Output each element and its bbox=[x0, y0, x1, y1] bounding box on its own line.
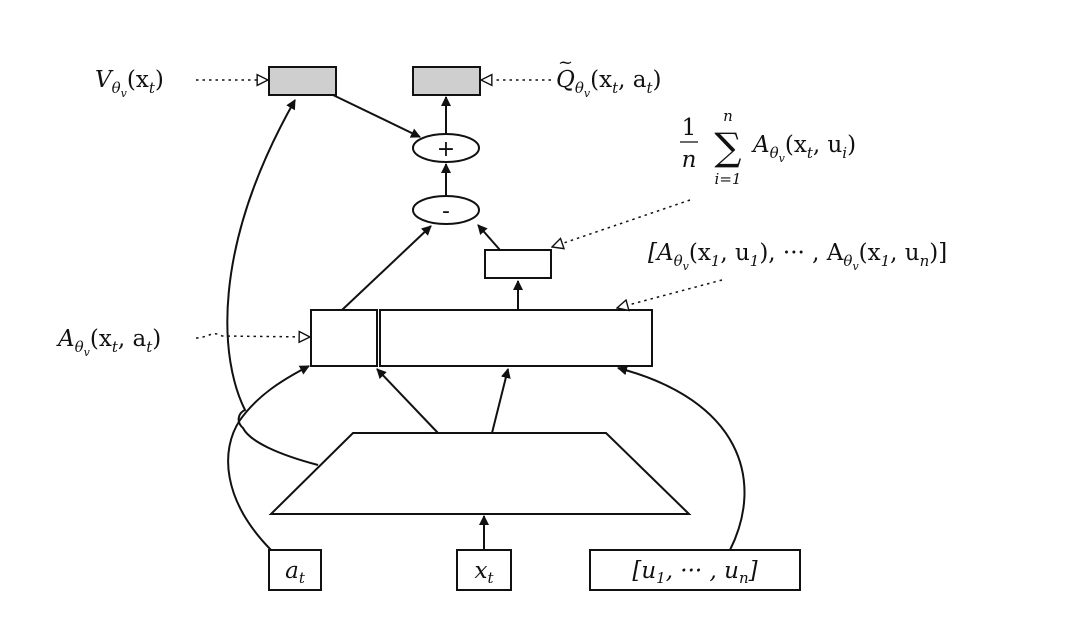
mean-term-base: A bbox=[751, 132, 770, 158]
vector-sub-b: θ bbox=[843, 252, 852, 270]
advantage-vector-label: [Aθv(x1, u1), ··· , Aθv(x1, un)] bbox=[648, 240, 947, 273]
advantage-candidates-box bbox=[379, 309, 653, 367]
state-input-label: x bbox=[474, 558, 487, 584]
advantage-action-label: Aθv(xt, at) bbox=[56, 326, 161, 359]
action-input-sub: t bbox=[299, 569, 306, 587]
mean-term-argsub: t bbox=[807, 144, 814, 162]
minus-symbol: - bbox=[442, 199, 450, 224]
pointer-adv-action-label bbox=[195, 334, 310, 338]
mean-term-mid: , u bbox=[813, 132, 842, 158]
minus-node: - bbox=[412, 195, 480, 225]
candidates-input-box: [u1, ··· , un] bbox=[589, 549, 801, 591]
vector-arg2: (x bbox=[859, 240, 881, 266]
vector-sub2-a: v bbox=[683, 260, 690, 273]
adv-action-sub: θ bbox=[75, 338, 84, 356]
mean-term-sub: θ bbox=[770, 144, 779, 162]
mean-sum-top: n bbox=[723, 107, 733, 125]
vector-sub-a: θ bbox=[674, 252, 683, 270]
pointer-vector-label bbox=[617, 279, 723, 308]
state-input-sub: t bbox=[487, 569, 494, 587]
value-label: Vθv(xt) bbox=[95, 67, 164, 100]
svg-text:xt: xt bbox=[474, 558, 494, 587]
arrow-action-to-adv bbox=[227, 365, 310, 551]
mean-term-midsub: i bbox=[842, 144, 847, 162]
q-label-argsub: t bbox=[612, 79, 619, 97]
q-label: Qθv(xt, at) bbox=[556, 67, 661, 100]
mean-frac-den: n bbox=[682, 147, 697, 173]
state-input-box: xt bbox=[456, 549, 512, 591]
advantage-action-box bbox=[310, 309, 378, 367]
svg-text:Aθv(xt, ui): Aθv(xt, ui) bbox=[751, 132, 856, 165]
mean-term-sub2: v bbox=[779, 152, 786, 165]
candidates-close: ] bbox=[748, 558, 758, 584]
candidates-sub1: 1 bbox=[656, 569, 666, 587]
arrow-network-to-value bbox=[226, 99, 319, 466]
adv-action-sub2: v bbox=[84, 346, 91, 359]
svg-text:[u1, ··· , un]: [u1, ··· , un] bbox=[632, 558, 757, 587]
value-label-argsub: t bbox=[149, 79, 156, 97]
q-label-close: ) bbox=[652, 67, 661, 93]
arrow-network-to-adv-candidates bbox=[491, 368, 511, 434]
q-label-tilde: ~ bbox=[558, 52, 573, 73]
q-label-base: Q bbox=[556, 67, 575, 93]
arrow-network-to-adv-action bbox=[376, 368, 439, 434]
vector-arg1sub: 1 bbox=[711, 252, 721, 270]
arrow-value-to-plus bbox=[332, 94, 421, 138]
adv-action-midsub: t bbox=[146, 338, 153, 356]
value-label-close: ) bbox=[155, 67, 164, 93]
q-label-arg: (x bbox=[590, 67, 612, 93]
adv-action-close: ) bbox=[152, 326, 161, 352]
candidates-subn: n bbox=[739, 569, 749, 587]
q-label-sub: θ bbox=[575, 79, 584, 97]
value-output-box bbox=[268, 66, 337, 96]
mean-term-close: ) bbox=[847, 132, 856, 158]
vector-arg1: (x bbox=[689, 240, 711, 266]
mean-sum-symbol: ∑ bbox=[714, 125, 741, 169]
mean-term-arg: (x bbox=[785, 132, 807, 158]
mean-advantage-box bbox=[484, 249, 552, 279]
q-output-box bbox=[412, 66, 481, 96]
vector-mid2: , u bbox=[890, 240, 919, 266]
mean-frac-num: 1 bbox=[682, 115, 697, 141]
q-label-midsub: t bbox=[646, 79, 653, 97]
value-label-arg: (x bbox=[127, 67, 149, 93]
vector-open: [A bbox=[648, 240, 674, 266]
vector-arg2sub: 1 bbox=[881, 252, 891, 270]
vector-mid2sub: n bbox=[920, 252, 930, 270]
vector-close: )] bbox=[929, 240, 947, 266]
plus-symbol: + bbox=[437, 137, 455, 162]
vector-mid1sub: 1 bbox=[750, 252, 760, 270]
action-input-box: at bbox=[268, 549, 322, 591]
q-label-sub2: v bbox=[584, 87, 591, 100]
adv-action-argsub: t bbox=[112, 338, 119, 356]
svg-text:at: at bbox=[285, 558, 306, 587]
adv-action-base: A bbox=[56, 326, 75, 352]
candidates-open: [u bbox=[632, 558, 656, 584]
action-input-label: a bbox=[285, 558, 299, 584]
pointer-mean-label bbox=[552, 199, 691, 247]
vector-sub2-b: v bbox=[852, 260, 859, 273]
candidates-mid: , ··· , u bbox=[666, 558, 739, 584]
vector-sep: ), ··· , A bbox=[759, 240, 843, 266]
adv-action-mid: , a bbox=[118, 326, 147, 352]
q-label-mid: , a bbox=[618, 67, 647, 93]
vector-mid1: , u bbox=[720, 240, 749, 266]
value-label-base: V bbox=[95, 67, 114, 93]
arrow-candidates-to-adv bbox=[617, 365, 746, 551]
value-label-sub2: v bbox=[121, 87, 128, 100]
value-label-sub: θ bbox=[112, 79, 121, 97]
arrow-adv-action-to-minus bbox=[341, 225, 432, 311]
plus-node: + bbox=[412, 133, 480, 163]
arrow-mean-to-minus bbox=[477, 224, 501, 251]
mean-sum-bottom: i=1 bbox=[715, 170, 742, 188]
shared-network-trapezoid bbox=[268, 432, 692, 515]
adv-action-arg: (x bbox=[90, 326, 112, 352]
mean-advantage-label: 1 n n ∑ i=1 Aθv(xt, ui) bbox=[680, 107, 856, 188]
